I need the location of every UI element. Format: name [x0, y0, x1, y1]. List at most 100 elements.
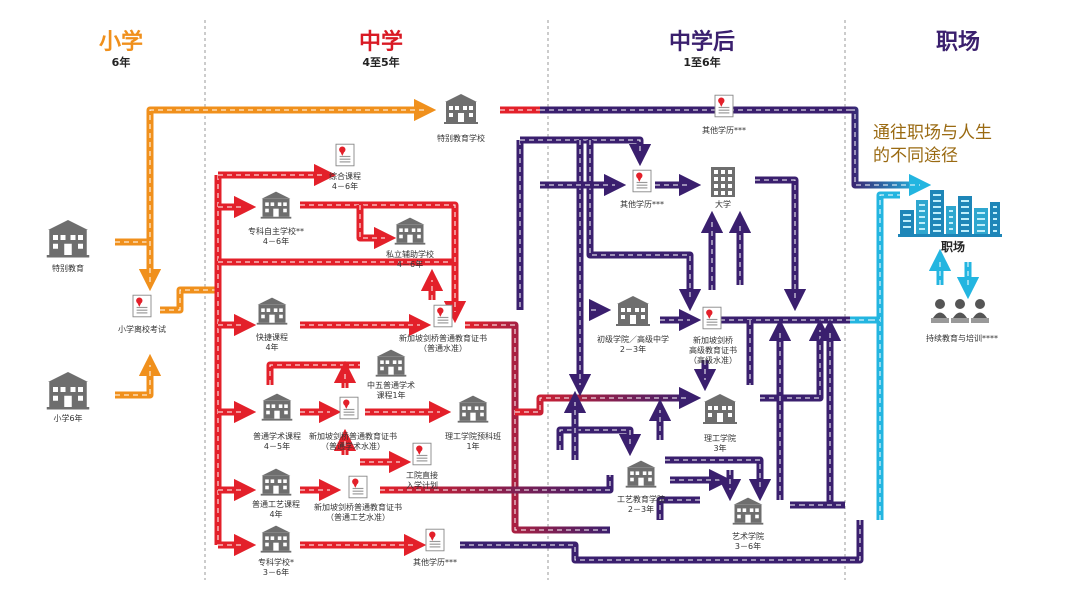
label-express-2: 4年	[265, 343, 279, 352]
stage-post-secondary: 中学后 1至6年	[669, 30, 735, 70]
label-poly-foundation-2: 1年	[466, 442, 480, 451]
label-university: 大学	[715, 200, 731, 209]
tagline-line1: 通往职场与人生	[873, 123, 992, 143]
pathway-dash	[755, 179, 796, 300]
label-special-education: 特别教育	[52, 264, 84, 273]
label-special-school: 特别教育学校	[437, 134, 485, 143]
label-private-aided-1: 私立辅助学校	[386, 250, 434, 259]
label-a-level-1: 新加坡剑桥	[693, 336, 733, 345]
people-learning-icon	[931, 299, 989, 323]
stage-post-secondary-title: 中学后	[668, 30, 736, 55]
label-a-level-3: （高级水准）	[689, 356, 737, 365]
pathway-dash	[559, 429, 631, 450]
pathway-line	[356, 205, 397, 250]
pathway-line	[160, 286, 215, 314]
city-skyline-icon	[898, 190, 1002, 237]
pathway-dash	[160, 289, 215, 311]
label-integrated-2: 4－6年	[331, 182, 359, 191]
label-integrated-1: 综合课程	[329, 172, 361, 181]
label-express-1: 快捷课程	[256, 333, 288, 342]
label-polytechnic-2: 3年	[713, 444, 727, 453]
label-arts: 艺术学院 3－6年	[732, 532, 764, 552]
label-o-level: 新加坡剑桥普通教育证书 （普通水准）	[399, 334, 487, 354]
label-specialized-2: 3－6年	[262, 568, 290, 577]
label-primary: 小学6年	[53, 414, 83, 423]
certificate-icon	[632, 169, 652, 193]
label-n-level-technical-2: （普通工艺水准）	[326, 513, 390, 522]
pathway-line	[665, 456, 772, 502]
label-psle: 小学离校考试	[118, 325, 166, 334]
pathway-dash	[850, 109, 920, 186]
label-workforce: 职场	[940, 240, 966, 254]
label-n-level-academic-2: （普通学术水准）	[321, 442, 385, 451]
pathway-dash	[300, 204, 456, 312]
label-arts-1: 艺术学院	[732, 532, 764, 541]
label-other-mid: 其他学历***	[620, 200, 664, 209]
label-polytechnic: 理工学院 3年	[704, 434, 736, 454]
label-polytechnic-1: 理工学院	[704, 434, 736, 443]
pathway-dash	[760, 330, 821, 399]
certificate-icon	[339, 396, 359, 420]
stage-dividers	[204, 20, 846, 580]
pathway-dash	[460, 520, 861, 561]
label-specialized-1: 专科学校*	[258, 558, 294, 567]
label-sec5-2: 课程1年	[376, 391, 406, 400]
school-building-icon	[256, 297, 288, 325]
school-building-icon	[261, 393, 293, 421]
label-private-aided-2: 4－6年	[396, 260, 424, 269]
pathway-dash	[359, 205, 385, 239]
pathway-line	[790, 318, 842, 509]
pathway-line	[760, 318, 832, 402]
school-building-icon	[444, 94, 478, 124]
pathway-line	[876, 191, 900, 520]
stage-secondary: 中学 4至5年	[359, 30, 403, 70]
certificate-icon	[132, 294, 152, 318]
pathway-dash	[515, 397, 690, 413]
certificate-icon	[425, 528, 445, 552]
label-jc-1: 初级学院／高级中学	[597, 335, 669, 344]
pathway-dash	[115, 241, 151, 280]
pathway-dash	[589, 140, 691, 300]
label-ite-2: 2－3年	[627, 505, 655, 514]
label-n-level-technical-1: 新加坡剑桥普通教育证书	[314, 503, 402, 512]
stage-secondary-title: 中学	[358, 30, 404, 55]
label-express: 快捷课程 4年	[256, 333, 288, 353]
school-building-icon	[260, 525, 292, 553]
school-building-icon	[260, 468, 292, 496]
label-sec5: 中五普通学术 课程1年	[367, 381, 415, 401]
stage-workforce: 职场	[936, 30, 980, 56]
label-o-level-1: 新加坡剑桥普通教育证书	[399, 334, 487, 343]
pathway-line	[515, 386, 702, 416]
pathways	[115, 98, 980, 564]
node-icons	[46, 94, 1002, 553]
label-direct-entry-1: 工院直接	[406, 471, 438, 480]
label-other-bottom: 其他学历***	[413, 558, 457, 567]
university-icon	[711, 167, 735, 197]
label-n-level-technical: 新加坡剑桥普通教育证书 （普通工艺水准）	[314, 503, 402, 523]
stage-primary-duration: 6年	[111, 56, 131, 69]
stage-secondary-duration: 4至5年	[362, 56, 400, 69]
label-poly-foundation: 理工学院预科班 1年	[445, 432, 501, 452]
label-normal-academic-1: 普通学术课程	[253, 432, 301, 441]
label-private-aided: 私立辅助学校 4－6年	[386, 250, 434, 270]
label-a-level: 新加坡剑桥 高级教育证书 （高级水准）	[689, 336, 737, 366]
label-direct-entry-2: 入学计划	[406, 481, 438, 490]
label-a-level-2: 高级教育证书	[689, 346, 737, 355]
label-n-level-academic: 新加坡剑桥普通教育证书 （普通学术水准）	[309, 432, 397, 452]
school-building-icon	[616, 296, 650, 326]
stage-primary: 小学 6年	[99, 30, 143, 70]
pathway-line	[586, 140, 702, 312]
label-normal-technical: 普通工艺课程 4年	[252, 500, 300, 520]
label-specialized-independent-1: 专科自主学校**	[248, 227, 304, 236]
label-cet: 持续教育与培训****	[926, 334, 998, 343]
pathway-dash	[269, 364, 360, 385]
label-normal-academic: 普通学术课程 4－5年	[253, 432, 301, 452]
tagline: 通往职场与人生 的不同途径	[873, 122, 992, 168]
school-building-icon	[703, 394, 737, 424]
label-ite-1: 工艺教育学院	[617, 495, 665, 504]
label-other-top: 其他学历***	[702, 126, 746, 135]
stage-primary-title: 小学	[98, 30, 144, 55]
pathway-line	[146, 98, 437, 282]
stage-workforce-title: 职场	[935, 30, 981, 55]
